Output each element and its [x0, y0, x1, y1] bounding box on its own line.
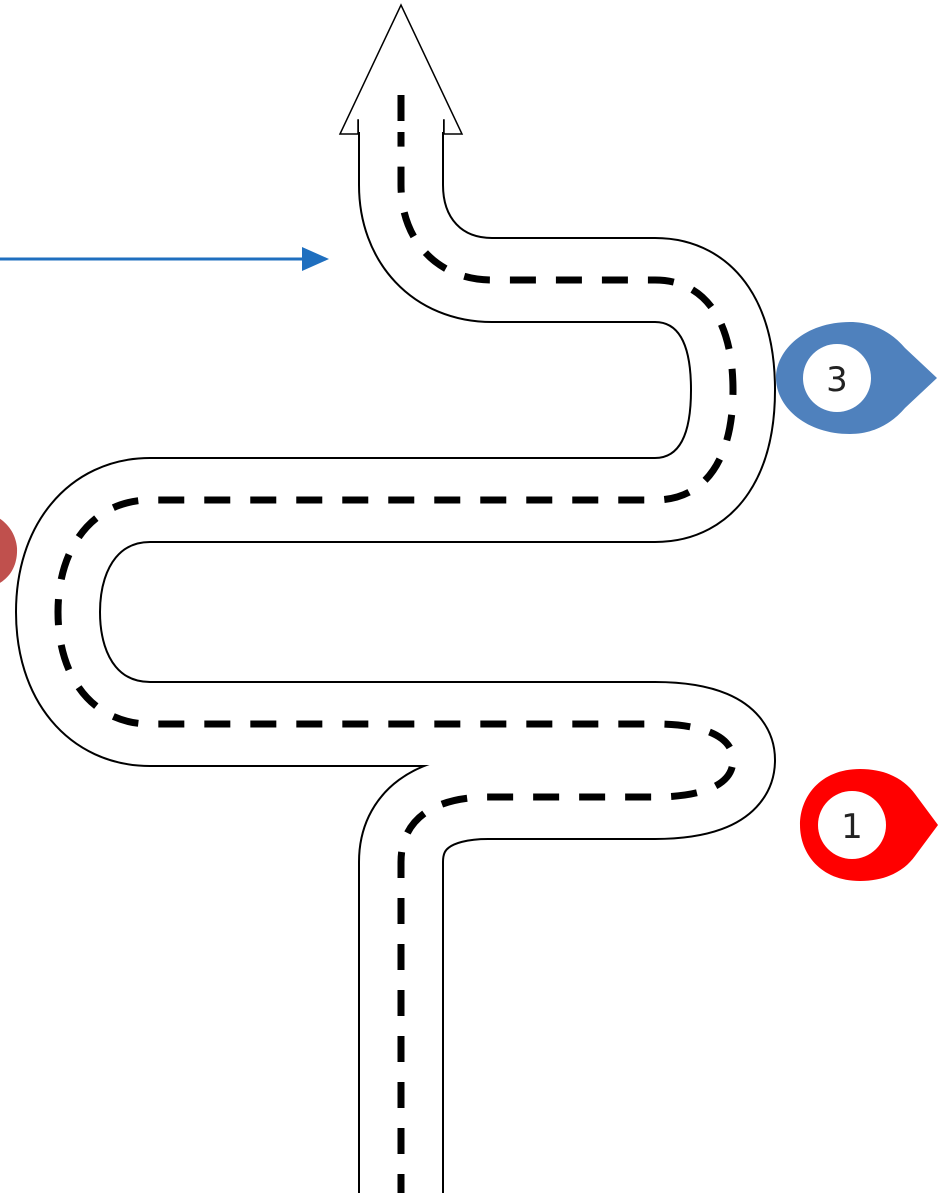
road-arrow-head — [338, 3, 464, 135]
marker-2-pin — [0, 518, 18, 583]
marker-1: 1 — [800, 769, 938, 881]
road-surface — [17, 100, 774, 1193]
marker-3: 3 — [776, 322, 937, 434]
marker-3-label: 3 — [826, 360, 848, 400]
road — [15, 3, 776, 1193]
lane-divider — [54, 100, 737, 1193]
marker-2: 2 — [0, 518, 18, 583]
marker-1-label: 1 — [841, 807, 863, 847]
